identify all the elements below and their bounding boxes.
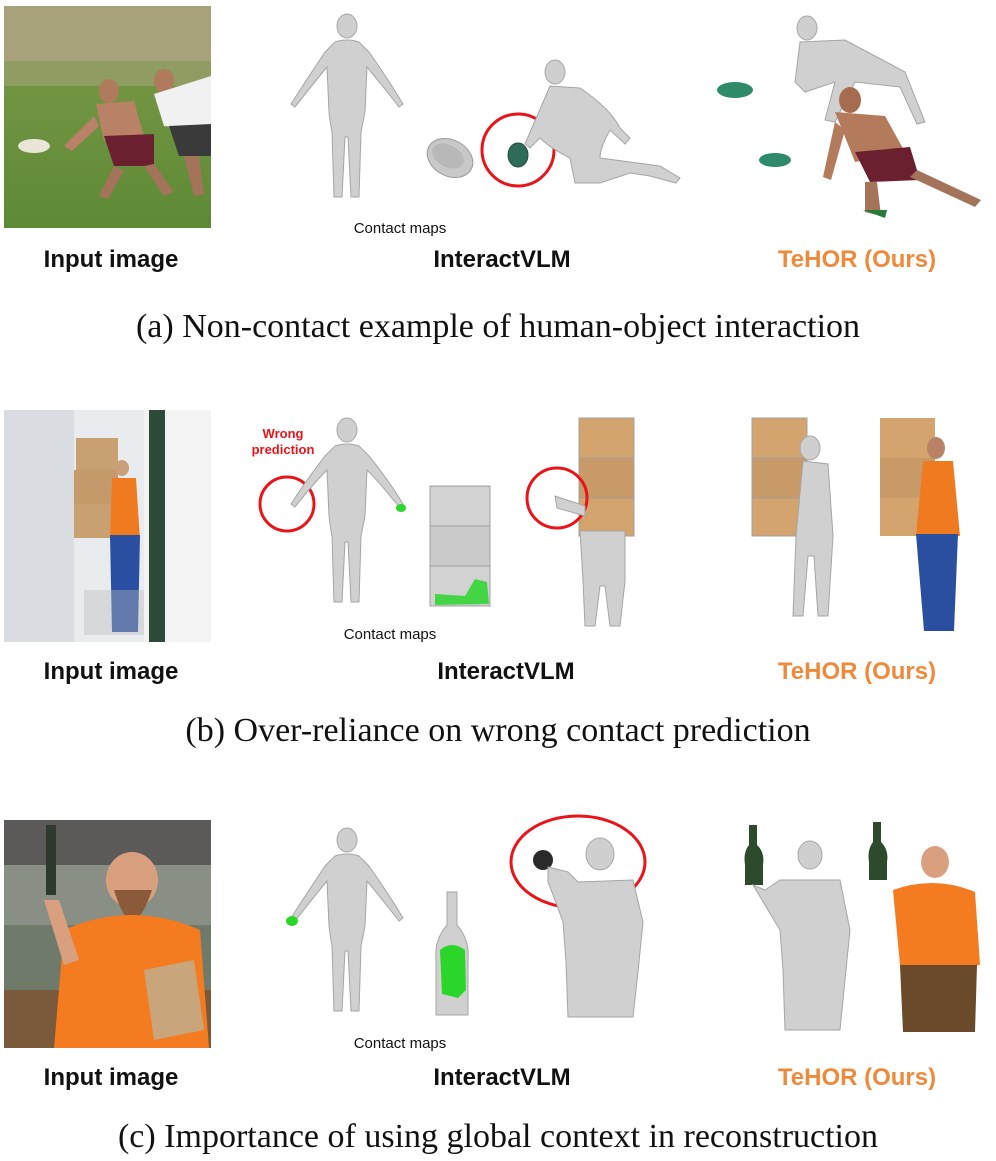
interactvlm-body-mesh-a [290, 13, 404, 198]
ours-label-b: TeHOR (Ours) [777, 658, 937, 685]
ours-label-c: TeHOR (Ours) [777, 1064, 937, 1091]
input-photo-c-drawing [4, 820, 211, 1048]
input-image-b [4, 410, 211, 642]
contact-maps-label-a: Contact maps [353, 220, 447, 237]
method-label-c: InteractVLM [433, 1064, 571, 1091]
contact-maps-label-b: Contact maps [343, 626, 437, 643]
interactvlm-box-mesh-b [429, 485, 491, 607]
interactvlm-body-mesh-c [286, 827, 404, 1012]
caption-a: (a) Non-contact example of human-object … [135, 308, 861, 345]
wrong-prediction-annotation: Wrong prediction [251, 426, 315, 457]
highlight-circle [480, 112, 556, 188]
highlight-circle [525, 466, 589, 530]
interactvlm-bottle-mesh-c [435, 891, 469, 1016]
caption-b: (b) Over-reliance on wrong contact predi… [185, 712, 811, 749]
input-image-label-b: Input image [43, 658, 179, 685]
interactvlm-recon-c [509, 814, 647, 1018]
interactvlm-recon-a [480, 59, 681, 188]
ours-label-a: TeHOR (Ours) [777, 246, 937, 273]
method-label-b: InteractVLM [437, 658, 575, 685]
input-image-label-a: Input image [43, 246, 179, 273]
input-photo-a-drawing [4, 6, 211, 228]
interactvlm-frisbee-mesh-a [426, 138, 474, 178]
tehor-recon-b [751, 417, 960, 631]
input-photo-b-drawing [4, 410, 211, 642]
tehor-recon-c [744, 822, 980, 1032]
input-image-a [4, 6, 211, 228]
highlight-circle [258, 475, 316, 533]
interactvlm-body-mesh-b [258, 417, 406, 603]
tehor-recon-a [717, 15, 981, 218]
caption-c: (c) Importance of using global context i… [117, 1118, 879, 1155]
contact-maps-label-c: Contact maps [353, 1035, 447, 1052]
method-label-a: InteractVLM [433, 246, 571, 273]
input-image-label-c: Input image [43, 1064, 179, 1091]
input-image-c [4, 820, 211, 1048]
interactvlm-recon-b [525, 417, 635, 627]
